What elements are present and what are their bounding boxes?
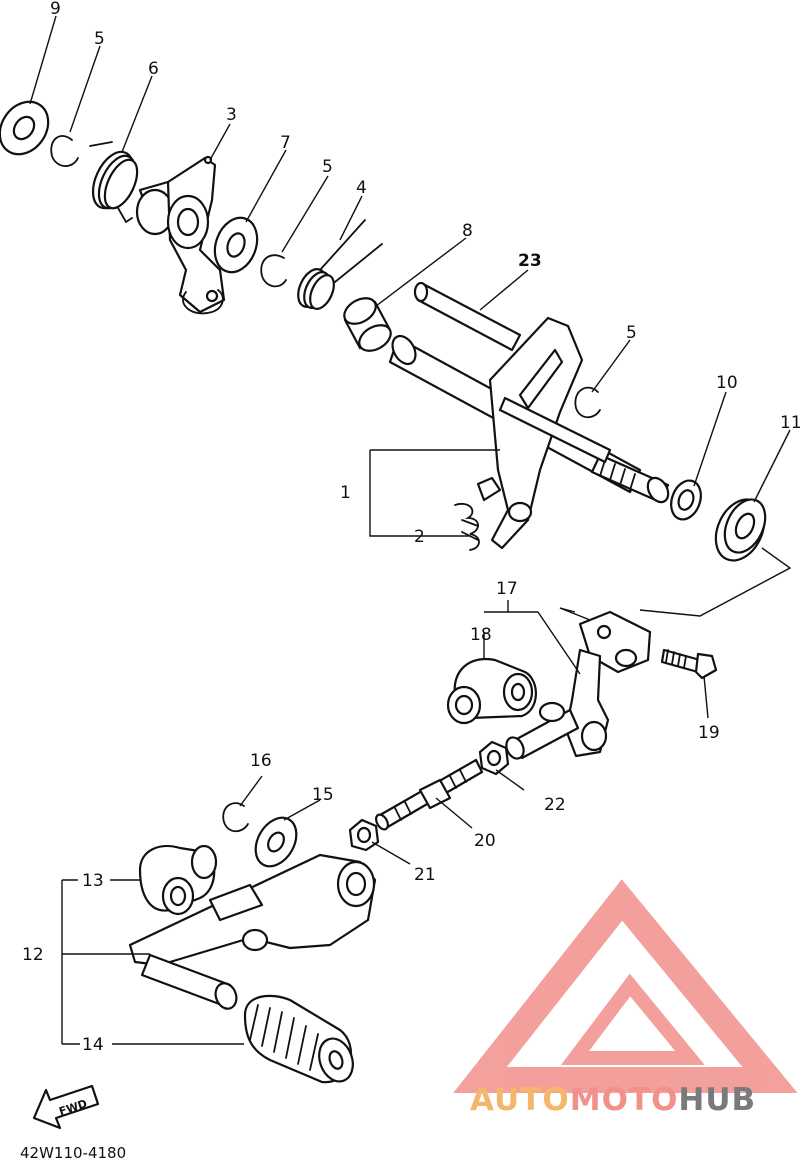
callout-21: 21 xyxy=(414,865,436,885)
callout-11: 11 xyxy=(780,413,800,433)
part-5-circlip-right xyxy=(574,386,601,419)
callout-7: 7 xyxy=(280,133,291,153)
watermark-logo-icon xyxy=(453,879,798,1093)
callout-13: 13 xyxy=(82,871,104,891)
fwd-arrow-icon: FWD xyxy=(32,1084,100,1130)
watermark-text-moto: MOTO xyxy=(570,1082,679,1118)
callout-6: 6 xyxy=(148,59,159,79)
callout-labels: 9 5 6 3 7 5 4 8 23 5 10 11 1 2 17 18 19 … xyxy=(22,0,800,1055)
part-12-shift-pedal xyxy=(128,853,377,1010)
callout-19: 19 xyxy=(698,723,720,743)
part-13-rod-end xyxy=(138,844,218,916)
part-5-circlip-top xyxy=(50,135,79,167)
part-21-nut xyxy=(348,818,380,852)
part-11-oil-seal xyxy=(714,498,767,562)
part-23-pin xyxy=(413,281,522,352)
part-15-washer xyxy=(254,816,298,868)
callout-23: 23 xyxy=(518,251,542,271)
callout-1: 1 xyxy=(340,483,351,503)
callout-5-mid: 5 xyxy=(322,157,333,177)
callout-12: 12 xyxy=(22,945,44,965)
callout-4: 4 xyxy=(356,178,367,198)
callout-15: 15 xyxy=(312,785,334,805)
callout-5-top: 5 xyxy=(94,29,105,49)
svg-text:AUTOMOTOHUB: AUTOMOTOHUB xyxy=(470,1082,756,1118)
part-2-return-spring xyxy=(454,502,480,551)
diagram-code: 42W110-4180 xyxy=(20,1144,126,1162)
part-1-shift-shaft xyxy=(388,316,670,550)
part-16-circlip xyxy=(222,802,249,833)
callout-18: 18 xyxy=(470,625,492,645)
part-4-spring xyxy=(297,219,383,310)
part-22-nut xyxy=(478,740,510,776)
callout-22: 22 xyxy=(544,795,566,815)
part-7-washer xyxy=(213,216,259,274)
watermark-text-hub: HUB xyxy=(678,1082,756,1118)
part-17-shift-arm xyxy=(505,610,652,760)
callout-17: 17 xyxy=(496,579,518,599)
leader-lines xyxy=(29,15,791,1045)
part-8-collar xyxy=(343,297,392,352)
part-18-rod-end xyxy=(446,657,537,725)
callout-2: 2 xyxy=(414,527,425,547)
callout-9: 9 xyxy=(50,0,61,19)
part-14-pedal-rubber xyxy=(243,994,354,1084)
part-6-torsion-spring xyxy=(89,141,139,224)
watermark-text-auto: AUTO xyxy=(470,1082,570,1118)
callout-5-right: 5 xyxy=(626,323,637,343)
part-9-washer xyxy=(0,100,50,156)
part-10-washer xyxy=(670,479,702,521)
callout-16: 16 xyxy=(250,751,272,771)
callout-3: 3 xyxy=(226,105,237,125)
part-5-circlip-middle xyxy=(260,254,287,288)
callout-8: 8 xyxy=(462,221,473,241)
part-19-bolt xyxy=(660,648,718,680)
callout-10: 10 xyxy=(716,373,738,393)
part-3-shift-arm xyxy=(135,155,226,315)
part-20-adjust-rod xyxy=(375,758,484,831)
callout-20: 20 xyxy=(474,831,496,851)
callout-14: 14 xyxy=(82,1035,104,1055)
